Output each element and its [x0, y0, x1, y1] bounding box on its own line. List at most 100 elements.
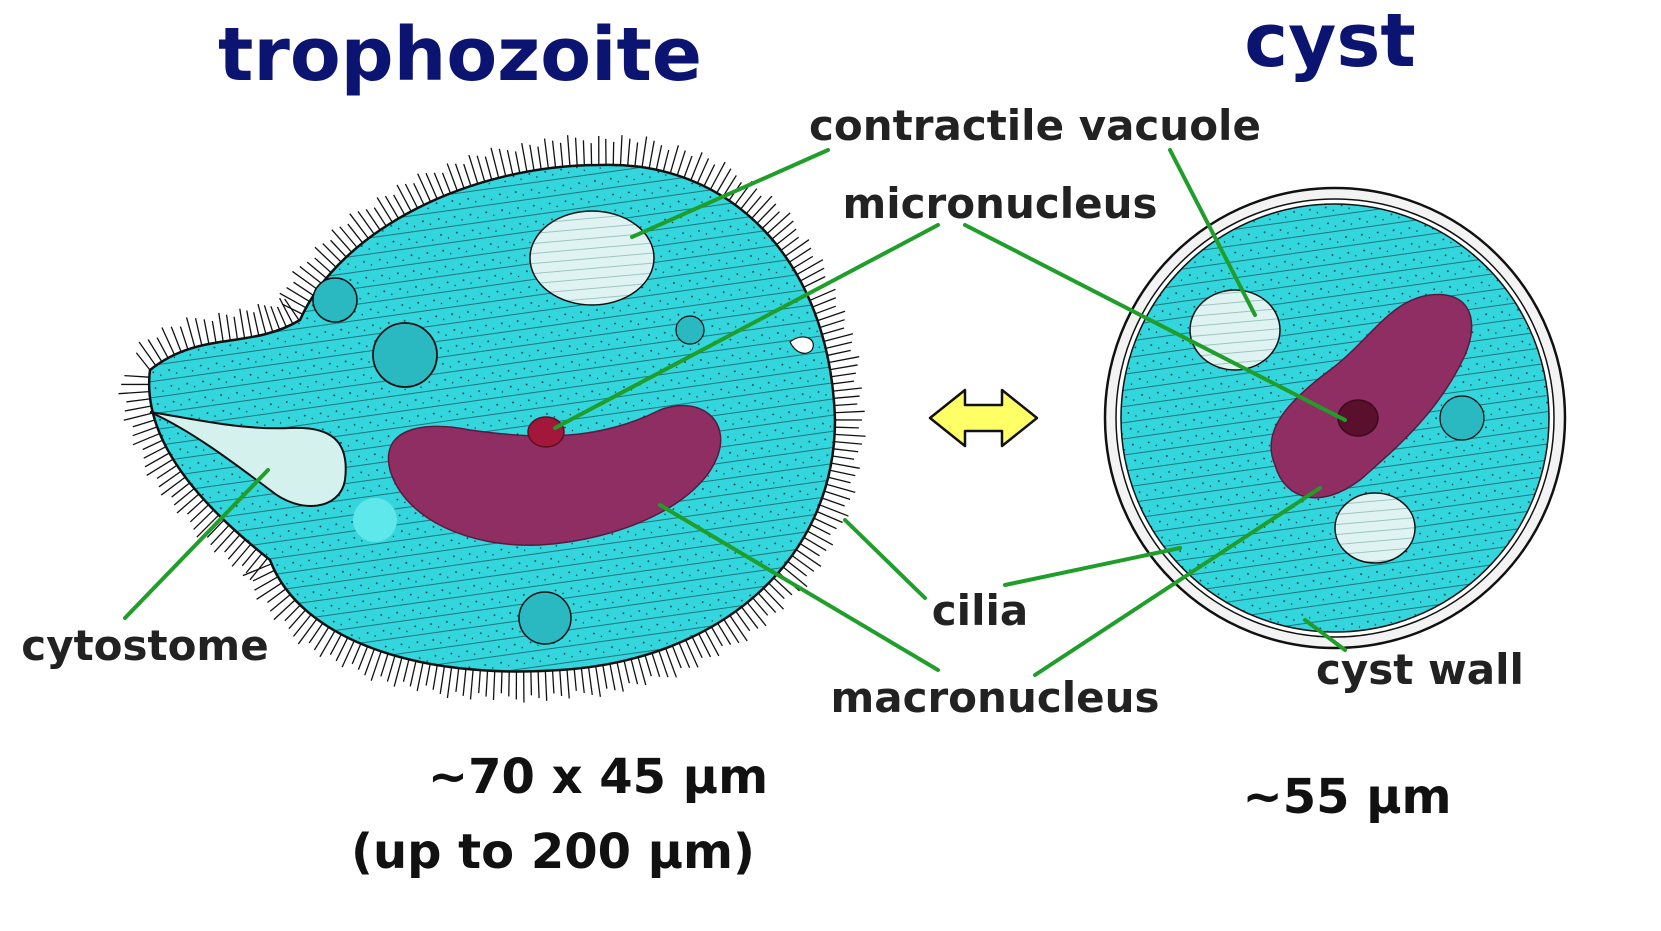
cilium [133, 420, 155, 427]
food-vacuole [353, 498, 397, 542]
cyst-contractile-vacuole-shape [1190, 290, 1280, 370]
cilium [818, 311, 845, 320]
cilium [583, 140, 584, 165]
cilium [677, 151, 685, 176]
cilium [381, 654, 388, 677]
cilium [434, 173, 444, 196]
cilium [772, 221, 793, 239]
cilium [530, 145, 534, 171]
cilium [656, 145, 661, 169]
cilium [792, 556, 814, 572]
cilium [247, 311, 252, 338]
food-vacuole [676, 316, 704, 344]
cilium [553, 141, 556, 168]
cilium [531, 671, 532, 695]
cilium [581, 668, 584, 693]
cilium [470, 670, 473, 700]
cilium [292, 271, 317, 289]
cilium [522, 143, 527, 172]
cilium [307, 262, 326, 278]
cilium [161, 477, 185, 495]
cilium [705, 630, 719, 656]
cilium [124, 413, 153, 420]
cilium [240, 309, 245, 339]
cilium [403, 659, 408, 681]
cilium [493, 671, 494, 700]
cilium [807, 531, 832, 545]
cilium [214, 530, 234, 552]
cilium [617, 662, 623, 691]
cilium [124, 376, 149, 378]
cilium [835, 411, 865, 412]
cilium [610, 664, 615, 691]
cyst-vacuole-shape [1335, 493, 1415, 563]
cilium [684, 156, 692, 178]
cilium [147, 459, 173, 475]
cilium [642, 136, 647, 167]
cilium [447, 667, 451, 698]
cilium [320, 631, 335, 657]
cilium [589, 667, 593, 695]
cilium [711, 627, 722, 646]
cilium [826, 484, 855, 492]
cilium [250, 558, 268, 580]
cilium [832, 456, 854, 459]
cilium [797, 260, 823, 275]
cilium [477, 156, 485, 182]
cilium [196, 318, 202, 345]
cilium [833, 449, 858, 452]
cilium [603, 665, 607, 689]
label-cilia: cilia [932, 586, 1028, 635]
cilium [397, 185, 411, 212]
cilium [764, 588, 784, 609]
cilium [828, 477, 850, 483]
cilium [254, 312, 259, 335]
cilium [133, 427, 157, 436]
food-vacuole [313, 278, 357, 322]
label-contractile-vacuole: contractile vacuole [809, 101, 1261, 150]
cilium [670, 145, 678, 173]
cilium [157, 338, 168, 358]
cilium [638, 657, 646, 685]
cilium [417, 662, 423, 690]
cilium [139, 342, 156, 366]
trophozoite-max-size: (up to 200 µm) [351, 824, 755, 880]
cilium [274, 600, 295, 620]
cilium [567, 670, 569, 699]
cilium [358, 646, 367, 669]
micronucleus-shape [528, 417, 564, 447]
cilium [232, 544, 251, 566]
cilium [820, 320, 845, 328]
cilium [752, 196, 772, 218]
cilium [212, 321, 216, 343]
cilium [447, 164, 457, 191]
cilium [777, 229, 797, 245]
cilium [538, 147, 541, 170]
cilium [649, 141, 654, 169]
cilium [159, 471, 181, 487]
double-headed-arrow-icon [930, 390, 1037, 446]
cilium [330, 634, 341, 654]
cilium [293, 615, 311, 637]
cilium [645, 655, 651, 676]
cilium [785, 240, 809, 257]
cilium [826, 342, 852, 348]
cilium [485, 157, 491, 180]
cilium [659, 651, 668, 677]
cilium [796, 550, 821, 567]
cilium [371, 651, 381, 680]
cilium [741, 189, 757, 209]
cilium [758, 593, 775, 612]
cilium [491, 148, 499, 178]
cilium [315, 247, 336, 267]
cilium [228, 540, 245, 560]
cilium [174, 488, 194, 505]
cilium [730, 615, 747, 641]
cilium [440, 666, 444, 694]
cilium [204, 319, 209, 344]
trophozoite-title: trophozoite [218, 12, 702, 98]
cilium [456, 668, 459, 692]
cilium [352, 644, 361, 664]
cilium [757, 204, 776, 223]
